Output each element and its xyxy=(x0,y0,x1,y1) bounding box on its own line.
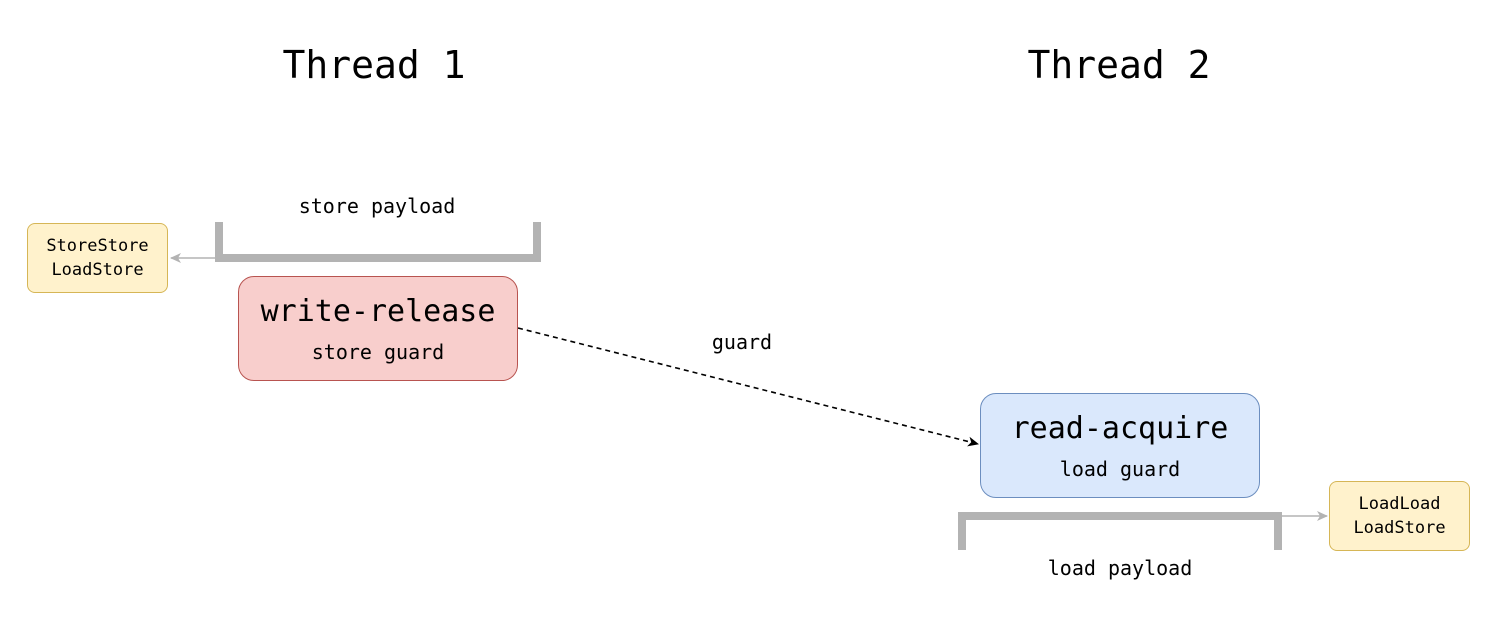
thread1-barrier-storestore: StoreStore xyxy=(46,236,149,256)
load-payload-bracket xyxy=(958,512,1282,550)
thread1-barrier-node: StoreStore LoadStore xyxy=(27,223,168,293)
read-acquire-subtitle: load guard xyxy=(1059,456,1181,481)
thread1-title: Thread 1 xyxy=(282,43,466,87)
thread2-barrier-loadload: LoadLoad xyxy=(1358,494,1441,514)
thread2-title: Thread 2 xyxy=(1027,43,1211,87)
guard-edge-label: guard xyxy=(711,330,773,354)
load-payload-label: load payload xyxy=(1047,556,1193,580)
read-acquire-node: read-acquire load guard xyxy=(980,393,1260,498)
thread2-barrier-node: LoadLoad LoadStore xyxy=(1329,481,1470,551)
thread1-barrier-loadstore: LoadStore xyxy=(51,260,144,280)
write-release-node: write-release store guard xyxy=(238,276,518,381)
thread2-barrier-loadstore: LoadStore xyxy=(1353,518,1446,538)
store-payload-label: store payload xyxy=(298,194,456,218)
write-release-title: write-release xyxy=(260,293,496,329)
guard-edge xyxy=(517,327,979,447)
write-release-subtitle: store guard xyxy=(311,339,445,364)
store-payload-bracket xyxy=(215,222,541,262)
read-acquire-title: read-acquire xyxy=(1011,410,1229,446)
